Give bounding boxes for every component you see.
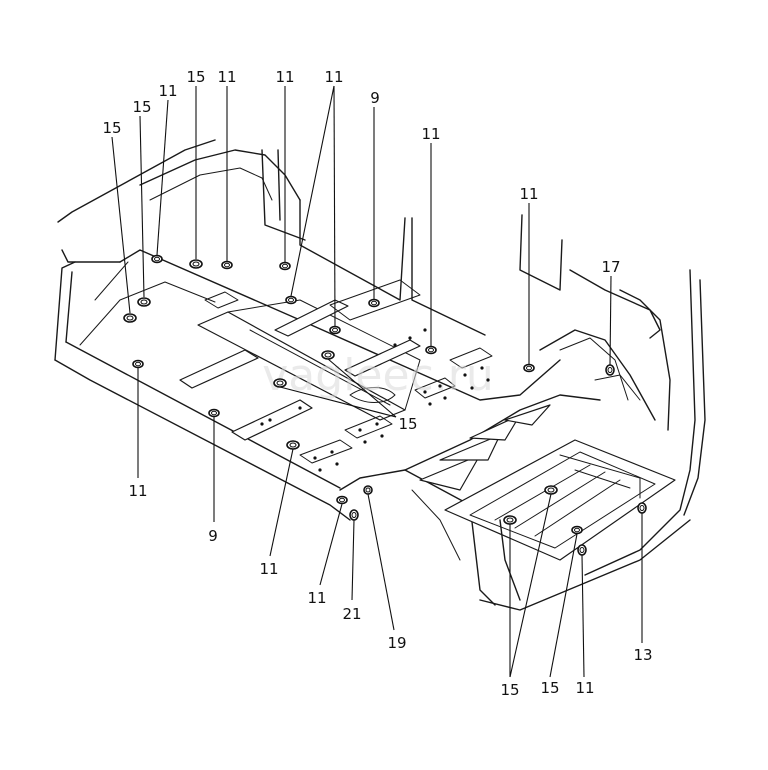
grommet <box>279 261 291 271</box>
grommet <box>425 345 437 355</box>
callout-15: 15 <box>102 119 121 137</box>
callout-15: 15 <box>186 68 205 86</box>
grommet <box>349 509 359 521</box>
callout-15: 15 <box>540 679 559 697</box>
grommet <box>336 495 348 505</box>
watermark: vagleec.ru <box>262 350 493 401</box>
callout-11: 11 <box>259 560 278 578</box>
grommet <box>189 259 203 269</box>
callout-15: 15 <box>398 415 417 433</box>
floor-pan-body <box>54 139 706 611</box>
callout-11: 11 <box>128 482 147 500</box>
grommet <box>363 485 373 495</box>
grommet <box>523 363 535 373</box>
grommet <box>577 544 587 556</box>
callout-11: 11 <box>519 185 538 203</box>
bolt-holes <box>260 328 490 472</box>
callout-11: 11 <box>158 82 177 100</box>
callout-9: 9 <box>370 89 380 107</box>
grommet <box>329 325 341 335</box>
callout-11: 11 <box>275 68 294 86</box>
grommet <box>321 350 335 360</box>
grommet <box>132 359 144 369</box>
callout-13: 13 <box>633 646 652 664</box>
callout-11: 11 <box>324 68 343 86</box>
grommet <box>137 297 151 307</box>
grommet <box>286 440 300 450</box>
grommet <box>273 378 287 388</box>
grommet <box>544 485 558 495</box>
callout-9: 9 <box>208 527 218 545</box>
grommet <box>637 502 647 514</box>
grommet <box>221 260 233 270</box>
grommet <box>208 408 220 418</box>
grommet <box>285 295 297 305</box>
callout-19: 19 <box>387 634 406 652</box>
callout-11: 11 <box>307 589 326 607</box>
grommet <box>605 364 615 376</box>
grommet <box>151 254 163 264</box>
callout-17: 17 <box>601 258 620 276</box>
callout-21: 21 <box>342 605 361 623</box>
grommet <box>368 298 380 308</box>
grommet <box>571 525 583 535</box>
grommet <box>503 515 517 525</box>
callout-11: 11 <box>575 679 594 697</box>
leader-lines <box>111 85 643 678</box>
callout-15: 15 <box>500 681 519 699</box>
callout-labels: 15 15 11 15 11 11 11 9 11 11 17 15 11 9 … <box>102 68 652 699</box>
callout-15: 15 <box>132 98 151 116</box>
callout-11: 11 <box>217 68 236 86</box>
callout-11: 11 <box>421 125 440 143</box>
grommet <box>123 313 137 323</box>
